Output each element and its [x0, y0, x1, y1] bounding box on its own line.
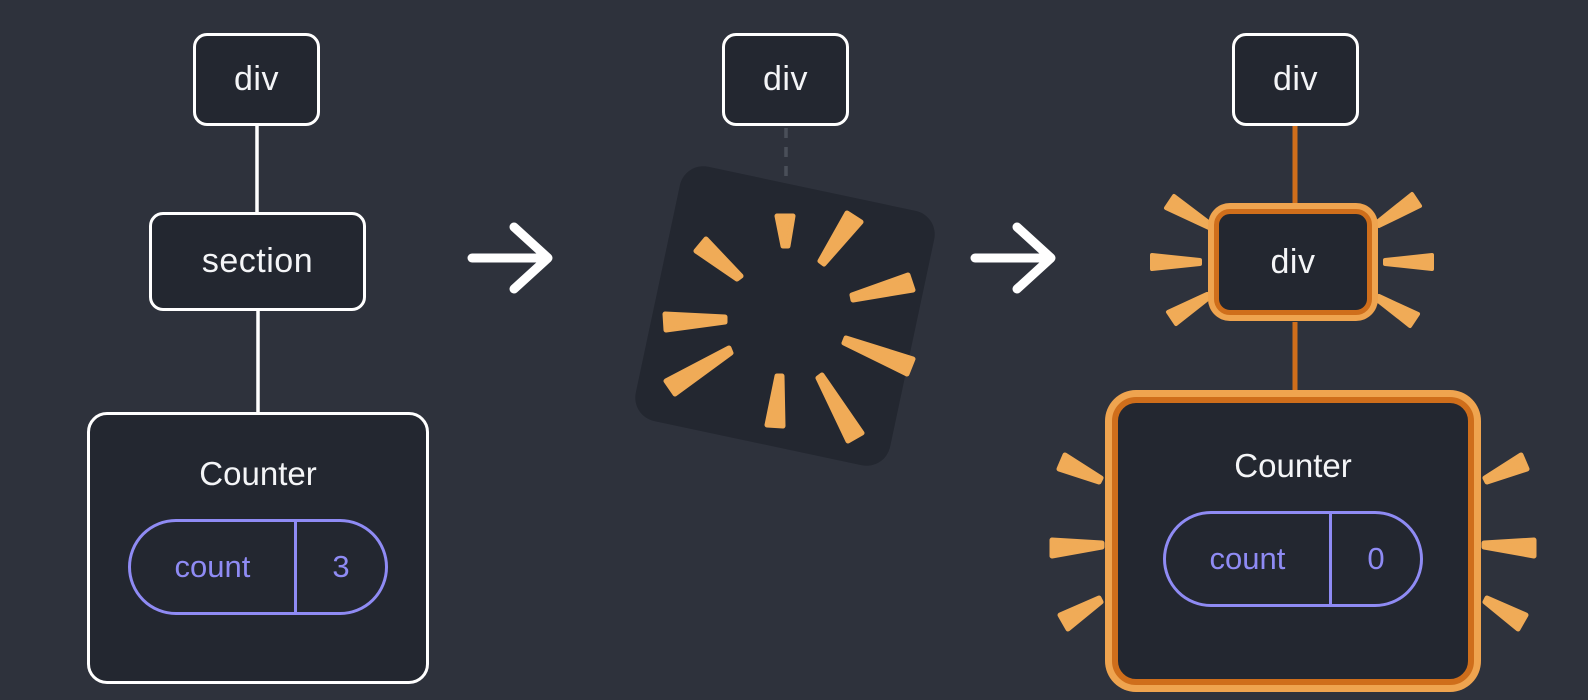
component-name: Counter: [199, 455, 317, 492]
node-label: div: [763, 60, 808, 98]
burst-ray: [849, 272, 916, 303]
state-value: 3: [293, 522, 385, 612]
burst-ray: [841, 335, 916, 377]
tree-node-div-highlighted: div: [1214, 209, 1372, 315]
node-label: div: [1270, 242, 1316, 281]
counter-component-box-highlighted: Counter count 0: [1112, 397, 1474, 685]
connector-lines-left: [255, 124, 260, 415]
burst-ray: [764, 373, 786, 429]
burst-ray: [662, 311, 728, 333]
right-arrow-icon: [467, 222, 553, 294]
burst-ray: [1164, 194, 1213, 230]
node-label: div: [234, 60, 279, 98]
tree-node-div: div: [193, 33, 320, 126]
poof-explosion-icon: [635, 166, 935, 466]
burst-ray: [815, 372, 865, 444]
spark-icons-counter: [1049, 452, 1537, 632]
node-label: section: [201, 242, 314, 280]
burst-ray: [1482, 595, 1529, 632]
tree-node-div: div: [722, 33, 849, 126]
burst-ray: [817, 210, 864, 267]
state-key: count: [174, 549, 251, 584]
burst-ray: [1383, 253, 1434, 271]
burst-ray: [663, 345, 734, 397]
burst-ray: [1150, 253, 1202, 271]
spark-icons-div: [1150, 192, 1434, 328]
burst-ray: [1166, 292, 1211, 326]
burst-ray: [1375, 192, 1422, 228]
burst-ray: [1375, 294, 1420, 328]
burst-ray: [693, 236, 744, 282]
node-label: div: [1273, 60, 1318, 98]
tree-node-section: section: [149, 212, 366, 311]
component-name: Counter: [1234, 447, 1352, 484]
state-pill: count 0: [1163, 511, 1423, 607]
state-key: count: [1209, 541, 1286, 576]
right-arrow-icon: [970, 222, 1056, 294]
burst-ray: [1057, 595, 1104, 632]
burst-ray: [1049, 537, 1105, 559]
counter-component-box: Counter count 3: [87, 412, 429, 684]
state-value: 0: [1328, 514, 1420, 604]
tree-node-div: div: [1232, 33, 1359, 126]
state-pill: count 3: [128, 519, 388, 615]
burst-ray: [1481, 537, 1537, 559]
burst-ray: [1056, 452, 1104, 485]
burst-ray: [1482, 452, 1530, 485]
burst-ray: [774, 213, 796, 249]
